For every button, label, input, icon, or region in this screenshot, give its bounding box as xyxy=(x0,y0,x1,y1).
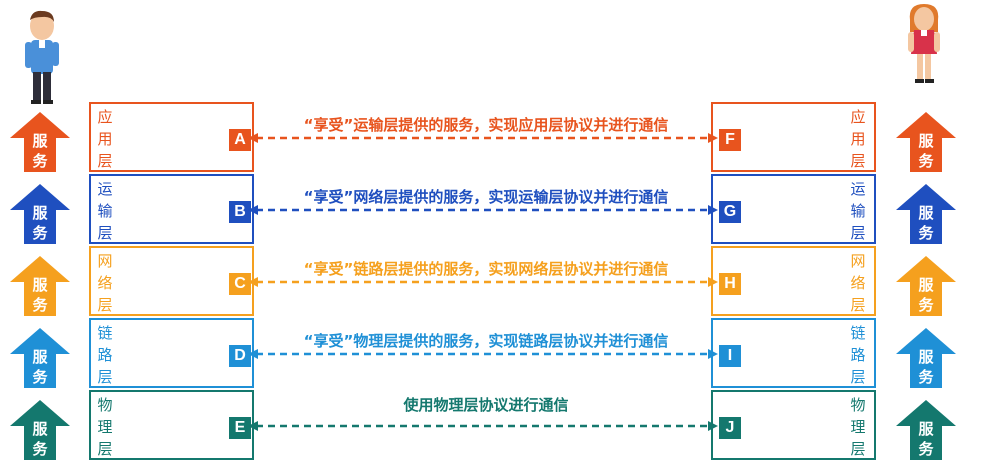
right-service-label-bottom-1: 务 xyxy=(918,224,934,242)
left-service-arrow-icon-4: 服务 xyxy=(10,400,70,460)
left-layer-box-3: 链路层 D xyxy=(89,318,254,388)
right-service-label-top-2: 服 xyxy=(918,276,934,294)
peer-connector-4 xyxy=(248,421,718,431)
right-service-arrow-icon-3: 服务 xyxy=(896,328,956,388)
left-node-badge-2: C xyxy=(229,273,251,295)
left-service-arrow-icon-3: 服务 xyxy=(10,328,70,388)
peer-connector-1 xyxy=(248,205,718,215)
left-layer-box-1: 运输层 B xyxy=(89,174,254,244)
female-person-icon xyxy=(908,4,940,83)
right-layer-box-1: 运输层 G xyxy=(711,174,876,244)
left-layer-name-2: 网络层 xyxy=(97,252,113,314)
right-layer-name-2: 网络层 xyxy=(850,252,866,314)
left-layer-name-3: 链路层 xyxy=(97,324,113,386)
right-node-badge-3: I xyxy=(719,345,741,367)
left-service-arrow-icon-0: 服务 xyxy=(10,112,70,172)
left-service-label-bottom-0: 务 xyxy=(32,152,48,170)
right-service-label-top-3: 服 xyxy=(918,348,934,366)
male-person-icon xyxy=(25,10,59,104)
right-service-label-top-0: 服 xyxy=(918,132,934,150)
right-layer-box-4: 物理层 J xyxy=(711,390,876,460)
layer-caption-0: “享受”运输层提供的服务，实现应用层协议并进行通信 xyxy=(303,116,669,134)
peer-connector-3 xyxy=(248,349,718,359)
left-layer-box-4: 物理层 E xyxy=(89,390,254,460)
right-node-badge-2: H xyxy=(719,273,741,295)
right-service-label-bottom-2: 务 xyxy=(918,296,934,314)
left-service-label-bottom-3: 务 xyxy=(32,368,48,386)
right-node-badge-1: G xyxy=(719,201,741,223)
right-service-arrow-icon-2: 服务 xyxy=(896,256,956,316)
right-layer-name-4: 物理层 xyxy=(850,396,866,458)
left-layer-box-0: 应用层 A xyxy=(89,102,254,172)
left-layer-name-4: 物理层 xyxy=(97,396,113,458)
left-service-label-bottom-4: 务 xyxy=(32,440,48,458)
left-service-label-bottom-1: 务 xyxy=(32,224,48,242)
layer-caption-2: “享受”链路层提供的服务，实现网络层协议并进行通信 xyxy=(303,260,669,278)
right-node-badge-4: J xyxy=(719,417,741,439)
layer-caption-1: “享受”网络层提供的服务，实现运输层协议并进行通信 xyxy=(303,188,669,206)
left-service-arrow-icon-2: 服务 xyxy=(10,256,70,316)
right-service-arrow-icon-1: 服务 xyxy=(896,184,956,244)
peer-connector-0 xyxy=(248,133,718,143)
left-service-arrow-icon-1: 服务 xyxy=(10,184,70,244)
right-service-label-bottom-0: 务 xyxy=(918,152,934,170)
right-layer-name-3: 链路层 xyxy=(850,324,866,386)
left-service-label-top-2: 服 xyxy=(32,276,48,294)
left-node-badge-1: B xyxy=(229,201,251,223)
right-layer-name-1: 运输层 xyxy=(850,180,866,242)
left-service-label-top-0: 服 xyxy=(32,132,48,150)
left-service-label-top-4: 服 xyxy=(32,420,48,438)
right-service-label-top-4: 服 xyxy=(918,420,934,438)
left-layer-name-1: 运输层 xyxy=(97,180,113,242)
left-node-badge-3: D xyxy=(229,345,251,367)
left-node-badge-4: E xyxy=(229,417,251,439)
left-node-badge-0: A xyxy=(229,129,251,151)
right-service-arrow-icon-0: 服务 xyxy=(896,112,956,172)
right-service-label-bottom-3: 务 xyxy=(918,368,934,386)
right-service-label-top-1: 服 xyxy=(918,204,934,222)
right-service-arrow-icon-4: 服务 xyxy=(896,400,956,460)
peer-connector-2 xyxy=(248,277,718,287)
layer-caption-4: 使用物理层协议进行通信 xyxy=(403,396,569,414)
left-layer-name-0: 应用层 xyxy=(97,108,113,170)
right-layer-box-3: 链路层 I xyxy=(711,318,876,388)
left-service-label-top-1: 服 xyxy=(32,204,48,222)
left-service-label-top-3: 服 xyxy=(32,348,48,366)
left-service-label-bottom-2: 务 xyxy=(32,296,48,314)
right-node-badge-0: F xyxy=(719,129,741,151)
left-layer-box-2: 网络层 C xyxy=(89,246,254,316)
right-layer-box-0: 应用层 F xyxy=(711,102,876,172)
right-layer-box-2: 网络层 H xyxy=(711,246,876,316)
right-service-label-bottom-4: 务 xyxy=(918,440,934,458)
right-layer-name-0: 应用层 xyxy=(850,108,866,170)
layer-caption-3: “享受”物理层提供的服务，实现链路层协议并进行通信 xyxy=(303,332,669,350)
